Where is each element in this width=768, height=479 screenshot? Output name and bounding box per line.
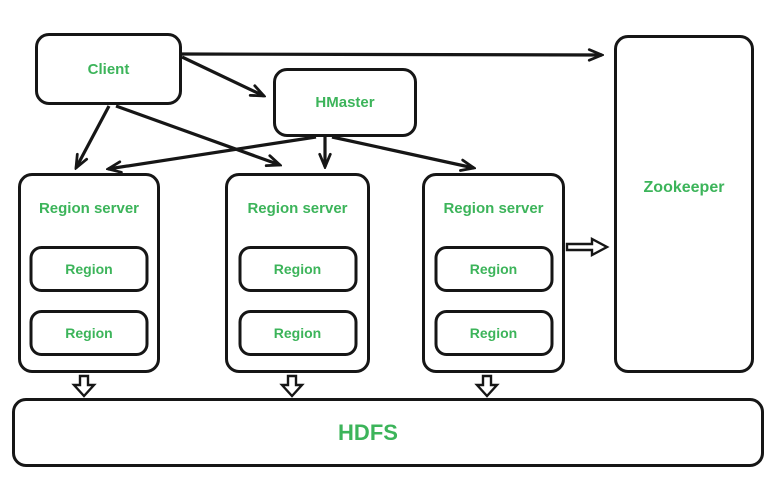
region-server-3-node: Region server Region Region [422,173,565,373]
arrow-regionserver1-to-hdfs [71,374,97,398]
hmaster-label: HMaster [315,94,375,111]
hmaster-node: HMaster [273,68,417,137]
region-server-1-node: Region server Region Region [18,173,160,373]
region-label: Region [469,325,518,341]
arrow-client-to-regionserver1 [76,105,111,168]
region-server-1-region-1-node: Region [29,246,149,292]
region-label: Region [65,325,113,341]
region-label: Region [273,325,322,341]
arrow-client-to-zookeeper [181,54,602,55]
hdfs-node: HDFS [12,398,764,467]
hdfs-label: HDFS [338,419,398,445]
region-server-3-region-1-node: Region [434,246,553,292]
region-server-1-label: Region server [38,200,140,217]
arrow-regionserver3-to-zookeeper [565,237,610,257]
arrow-hmaster-to-regionserver3 [331,135,474,168]
client-node: Client [35,33,182,105]
region-server-3-region-2-node: Region [434,310,553,356]
client-label: Client [87,60,130,78]
region-server-2-region-1-node: Region [238,246,357,292]
arrow-client-to-regionserver2 [115,104,280,165]
zookeeper-label: Zookeeper [643,179,725,196]
region-server-1-region-2-node: Region [29,310,149,356]
arrow-regionserver2-to-hdfs [279,374,305,398]
region-server-2-node: Region server Region Region [225,173,370,373]
arrow-regionserver3-to-hdfs [474,374,500,398]
region-label: Region [65,261,113,277]
arrow-client-to-hmaster [181,55,264,96]
zookeeper-node: Zookeeper [614,35,754,373]
region-label: Region [273,261,322,277]
region-server-2-label: Region server [247,200,348,217]
arrow-hmaster-to-regionserver1 [108,135,317,169]
region-server-2-region-2-node: Region [238,310,357,356]
region-label: Region [469,261,518,277]
region-server-3-label: Region server [443,200,544,217]
